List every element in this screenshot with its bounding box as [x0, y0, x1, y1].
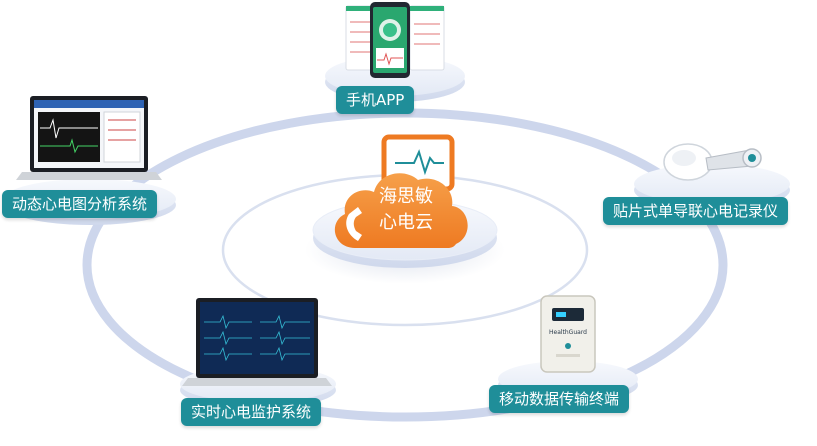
patch-recorder-device	[663, 143, 762, 181]
terminal-brand-text: HealthGuard	[548, 329, 587, 336]
label-mobile-terminal[interactable]: 移动数据传输终端	[489, 385, 630, 413]
phone-app-screens	[345, 2, 445, 78]
label-mobile-app[interactable]: 手机APP	[336, 86, 415, 114]
cloud-title-line1: 海思敏	[379, 186, 433, 207]
cloud-title-line2: 心电云	[379, 212, 433, 233]
label-holter-analysis[interactable]: 动态心电图分析系统	[2, 190, 158, 218]
holter-laptop	[16, 96, 162, 180]
realtime-monitor-laptop	[182, 298, 332, 386]
label-patch-recorder[interactable]: 贴片式单导联心电记录仪	[603, 197, 789, 225]
phone-icon	[346, 207, 362, 241]
mobile-terminal-device	[540, 295, 596, 373]
cloud-icon	[334, 173, 468, 248]
label-realtime-monitor[interactable]: 实时心电监护系统	[181, 398, 322, 426]
